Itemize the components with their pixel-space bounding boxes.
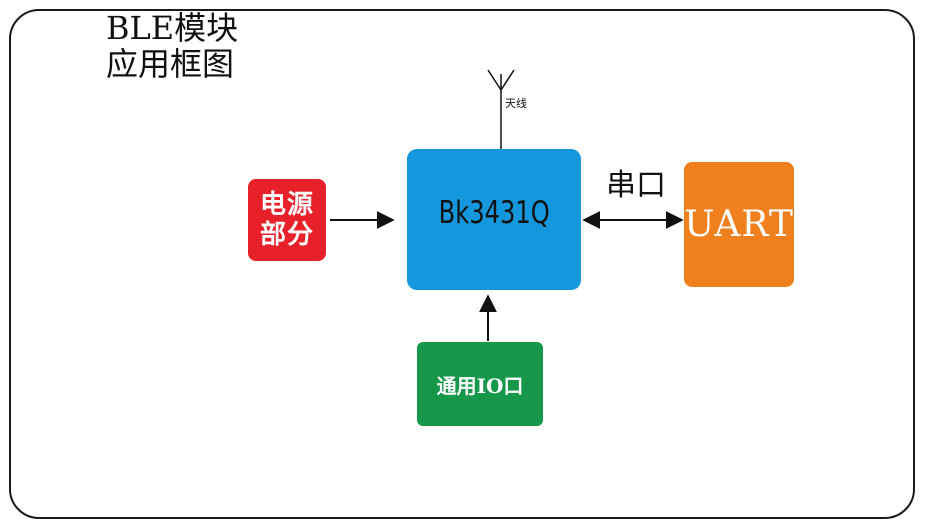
gpio-block-label: 通用IO口 <box>436 373 524 398</box>
uart-block-label: UART <box>684 204 794 245</box>
serial-port-label: 串口 <box>606 168 666 203</box>
antenna-label: 天线 <box>505 97 527 110</box>
power-supply-block: 电源 部分 <box>248 179 326 261</box>
antenna-icon <box>487 69 515 149</box>
uart-block: UART <box>684 162 794 287</box>
chip-block-label: Bk3431Q <box>438 194 550 231</box>
gpio-block: 通用IO口 <box>417 342 543 426</box>
diagram-title-line2: 应用框图 <box>106 45 235 83</box>
bk3431q-chip-block: Bk3431Q <box>407 149 581 290</box>
power-block-label-line2: 部分 <box>259 220 314 250</box>
power-block-label-line1: 电源 <box>259 190 314 220</box>
diagram-title-line1: BLE模块 <box>106 9 239 47</box>
